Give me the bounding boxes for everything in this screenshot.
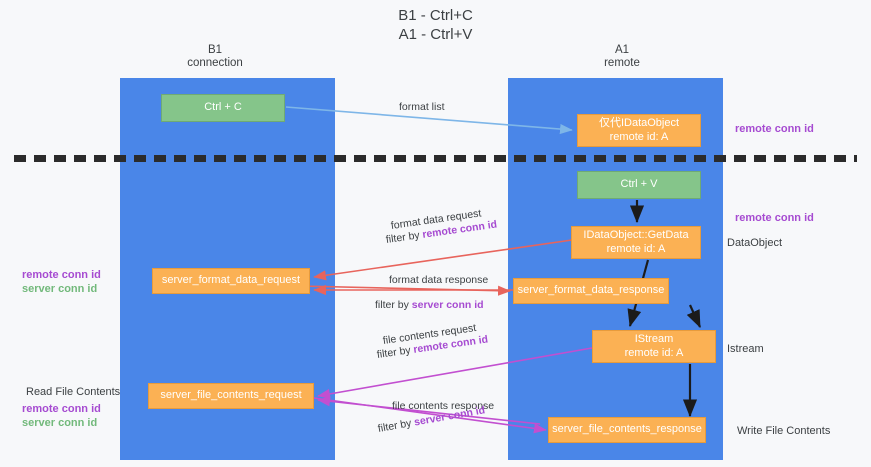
node-server-format-data-request-label: server_format_data_request bbox=[161, 274, 301, 287]
annotation-left-conn-ids-mid: remote conn id server conn id bbox=[22, 268, 101, 296]
lane-header-a1: A1 remote bbox=[562, 44, 682, 70]
node-server-format-data-response[interactable]: server_format_data_response bbox=[513, 278, 669, 304]
annotation-left-remote-conn-id-mid: remote conn id bbox=[22, 269, 101, 281]
annotation-remote-conn-id-top: remote conn id bbox=[735, 123, 814, 135]
annotation-left-remote-conn-id-bottom: remote conn id bbox=[22, 403, 101, 415]
node-getdata-label: IDataObject::GetData bbox=[583, 229, 689, 241]
annotation-left-server-conn-id-bottom: server conn id bbox=[22, 417, 98, 429]
node-ctrl-v-label: Ctrl + V bbox=[620, 178, 658, 191]
edge-label-format-data-response: format data response bbox=[389, 274, 489, 286]
filter-prefix: filter by bbox=[376, 416, 416, 435]
annotation-read-file-contents: Read File Contents bbox=[26, 386, 121, 398]
edge-label-file-contents-response: file contents response bbox=[392, 400, 495, 412]
annotation-dataobject: DataObject bbox=[727, 237, 783, 249]
node-server-file-contents-response-label: server_file_contents_response bbox=[552, 423, 702, 436]
node-idataobject-remote-id: remote id: A bbox=[609, 130, 669, 143]
annotation-left-server-conn-id-mid: server conn id bbox=[22, 283, 98, 295]
node-istream-remote-id: remote id: A bbox=[624, 346, 684, 359]
node-server-file-contents-request-label: server_file_contents_request bbox=[160, 389, 302, 402]
lane-header-b1-sub: connection bbox=[187, 57, 243, 69]
filter-prefix: filter by bbox=[375, 299, 412, 311]
page-title: B1 - Ctrl+C A1 - Ctrl+V bbox=[0, 6, 871, 44]
node-server-format-data-response-label: server_format_data_response bbox=[517, 284, 665, 297]
node-idataobject[interactable]: 仅代IDataObject remote id: A bbox=[577, 114, 701, 147]
lane-header-a1-name: A1 bbox=[614, 44, 630, 56]
lane-header-b1: B1 connection bbox=[155, 44, 275, 70]
node-ctrl-c-label: Ctrl + C bbox=[204, 101, 242, 114]
edge-label-format-data-response-filter: filter by server conn id bbox=[375, 298, 484, 312]
annotation-write-file-contents: Write File Contents bbox=[737, 425, 831, 437]
filter-prefix: filter by bbox=[376, 343, 415, 361]
node-ctrl-c[interactable]: Ctrl + C bbox=[161, 94, 285, 122]
annotation-left-conn-ids-bottom: remote conn id server conn id bbox=[22, 402, 101, 430]
node-getdata-remote-id: remote id: A bbox=[606, 242, 666, 255]
node-idataobject-getdata[interactable]: IDataObject::GetData remote id: A bbox=[571, 226, 701, 259]
phase-divider-dashed-line bbox=[14, 155, 857, 162]
node-istream-label: IStream bbox=[634, 333, 674, 345]
lane-header-b1-name: B1 bbox=[207, 44, 223, 56]
node-idataobject-label: 仅代IDataObject bbox=[598, 117, 680, 129]
title-line-1: B1 - Ctrl+C bbox=[398, 7, 473, 24]
node-istream[interactable]: IStream remote id: A bbox=[592, 330, 716, 363]
node-server-file-contents-response[interactable]: server_file_contents_response bbox=[548, 417, 706, 443]
node-server-file-contents-request[interactable]: server_file_contents_request bbox=[148, 383, 314, 409]
filter-key-server-conn-id: server conn id bbox=[411, 299, 484, 311]
node-ctrl-v[interactable]: Ctrl + V bbox=[577, 171, 701, 199]
node-server-format-data-request[interactable]: server_format_data_request bbox=[152, 268, 310, 294]
filter-prefix: filter by bbox=[385, 228, 424, 246]
annotation-istream: Istream bbox=[727, 343, 764, 355]
edge-label-format-list: format list bbox=[399, 101, 445, 113]
title-line-2: A1 - Ctrl+V bbox=[398, 26, 473, 43]
annotation-remote-conn-id-mid: remote conn id bbox=[735, 212, 814, 224]
lane-header-a1-sub: remote bbox=[604, 57, 640, 69]
